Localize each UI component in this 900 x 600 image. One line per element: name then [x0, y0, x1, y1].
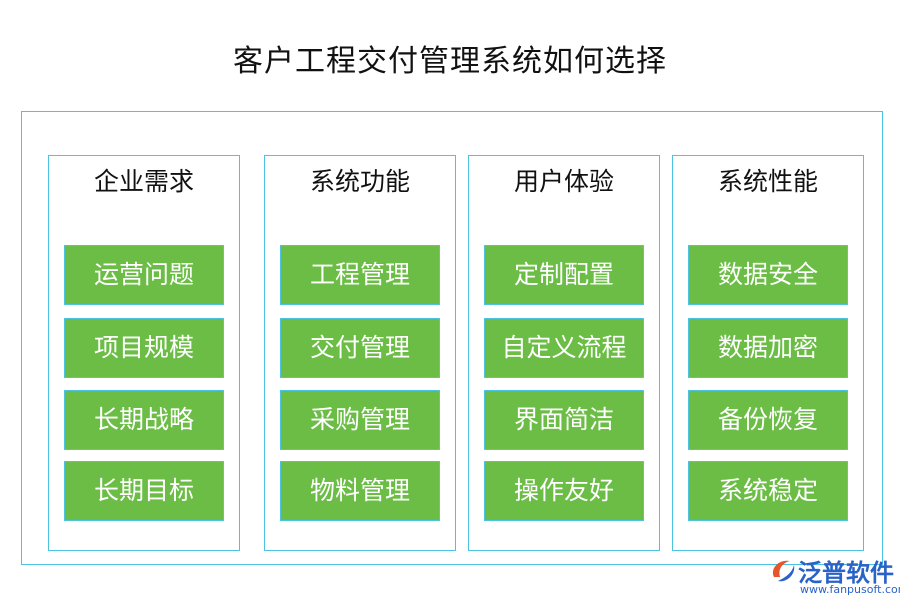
brand-logo: 泛普软件 www.fanpusoft.com	[768, 553, 900, 597]
item-box: 界面简洁	[484, 390, 644, 450]
item-box: 项目规模	[64, 318, 224, 378]
item-box: 长期战略	[64, 390, 224, 450]
item-box: 自定义流程	[484, 318, 644, 378]
column-user-experience: 用户体验 定制配置 自定义流程 界面简洁 操作友好	[468, 155, 660, 551]
column-heading: 系统功能	[309, 167, 410, 196]
column-heading: 企业需求	[93, 167, 194, 196]
brand-name: 泛普软件	[798, 559, 894, 587]
item-box: 长期目标	[64, 461, 224, 521]
diagram-title: 客户工程交付管理系统如何选择	[233, 44, 667, 79]
item-box: 系统稳定	[688, 461, 848, 521]
item-box: 定制配置	[484, 245, 644, 305]
column-system-functions: 系统功能 工程管理 交付管理 采购管理 物料管理	[264, 155, 456, 551]
item-box: 数据安全	[688, 245, 848, 305]
item-box: 运营问题	[64, 245, 224, 305]
item-box: 工程管理	[280, 245, 440, 305]
item-box: 数据加密	[688, 318, 848, 378]
brand-url: www.fanpusoft.com	[800, 583, 900, 596]
outer-frame	[21, 111, 883, 565]
item-box: 操作友好	[484, 461, 644, 521]
item-box: 备份恢复	[688, 390, 848, 450]
column-heading: 用户体验	[513, 167, 614, 196]
column-enterprise-needs: 企业需求 运营问题 项目规模 长期战略 长期目标	[48, 155, 240, 551]
column-system-performance: 系统性能 数据安全 数据加密 备份恢复 系统稳定	[672, 155, 864, 551]
item-box: 采购管理	[280, 390, 440, 450]
item-box: 物料管理	[280, 461, 440, 521]
fanpu-logo-icon	[772, 560, 795, 582]
column-heading: 系统性能	[717, 167, 818, 196]
item-box: 交付管理	[280, 318, 440, 378]
